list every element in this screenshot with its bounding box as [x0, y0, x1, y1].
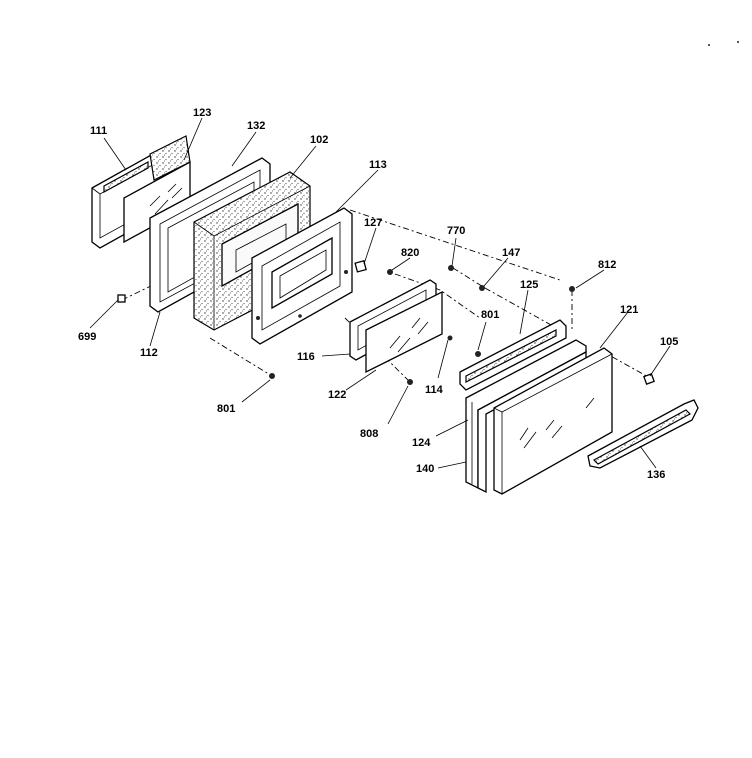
leader-lines [89, 117, 671, 469]
part-121-outer-glass [493, 347, 613, 495]
label-116: 116 [297, 351, 315, 363]
part-812-screw [569, 286, 575, 292]
label-699: 699 [78, 331, 96, 343]
label-112: 112 [140, 347, 158, 359]
label-140: 140 [416, 463, 434, 475]
part-820-screw [387, 269, 393, 275]
label-820: 820 [401, 247, 419, 259]
label-801-b: 801 [481, 309, 499, 321]
label-132: 132 [247, 120, 265, 132]
part-124-140-door-frame [465, 339, 587, 494]
part-136-handle [587, 399, 699, 469]
label-102: 102 [310, 134, 328, 146]
label-127: 127 [364, 217, 382, 229]
label-812: 812 [598, 259, 616, 271]
part-127-clip [354, 260, 367, 273]
label-123: 123 [193, 107, 211, 119]
label-147: 147 [502, 247, 520, 259]
part-808-screw [407, 379, 413, 385]
label-111: 111 [90, 125, 107, 137]
label-124: 124 [412, 437, 431, 449]
label-121: 121 [620, 304, 638, 316]
part-699-screw [117, 294, 126, 303]
label-114: 114 [425, 384, 444, 396]
scan-specks [708, 41, 739, 46]
part-labels: 111 123 132 102 113 127 770 820 147 812 … [78, 107, 678, 481]
label-136: 136 [647, 469, 665, 481]
label-801-a: 801 [217, 403, 235, 415]
part-801-screw-b [475, 351, 481, 357]
part-114-clip [447, 335, 453, 341]
part-113-door-panel [251, 207, 353, 345]
part-770-screw [448, 265, 454, 271]
label-113: 113 [369, 159, 387, 171]
part-147-screw [479, 285, 485, 291]
label-808: 808 [360, 428, 378, 440]
hardware [117, 265, 655, 385]
part-125-insulation-strip [459, 319, 567, 391]
label-125: 125 [520, 279, 538, 291]
label-770: 770 [447, 225, 465, 237]
label-122: 122 [328, 389, 346, 401]
part-801-screw-a [269, 373, 275, 379]
label-105: 105 [660, 336, 678, 348]
part-122-middle-glass [365, 290, 443, 374]
part-123-inner-glass [123, 135, 191, 244]
part-105-clip [643, 373, 655, 385]
